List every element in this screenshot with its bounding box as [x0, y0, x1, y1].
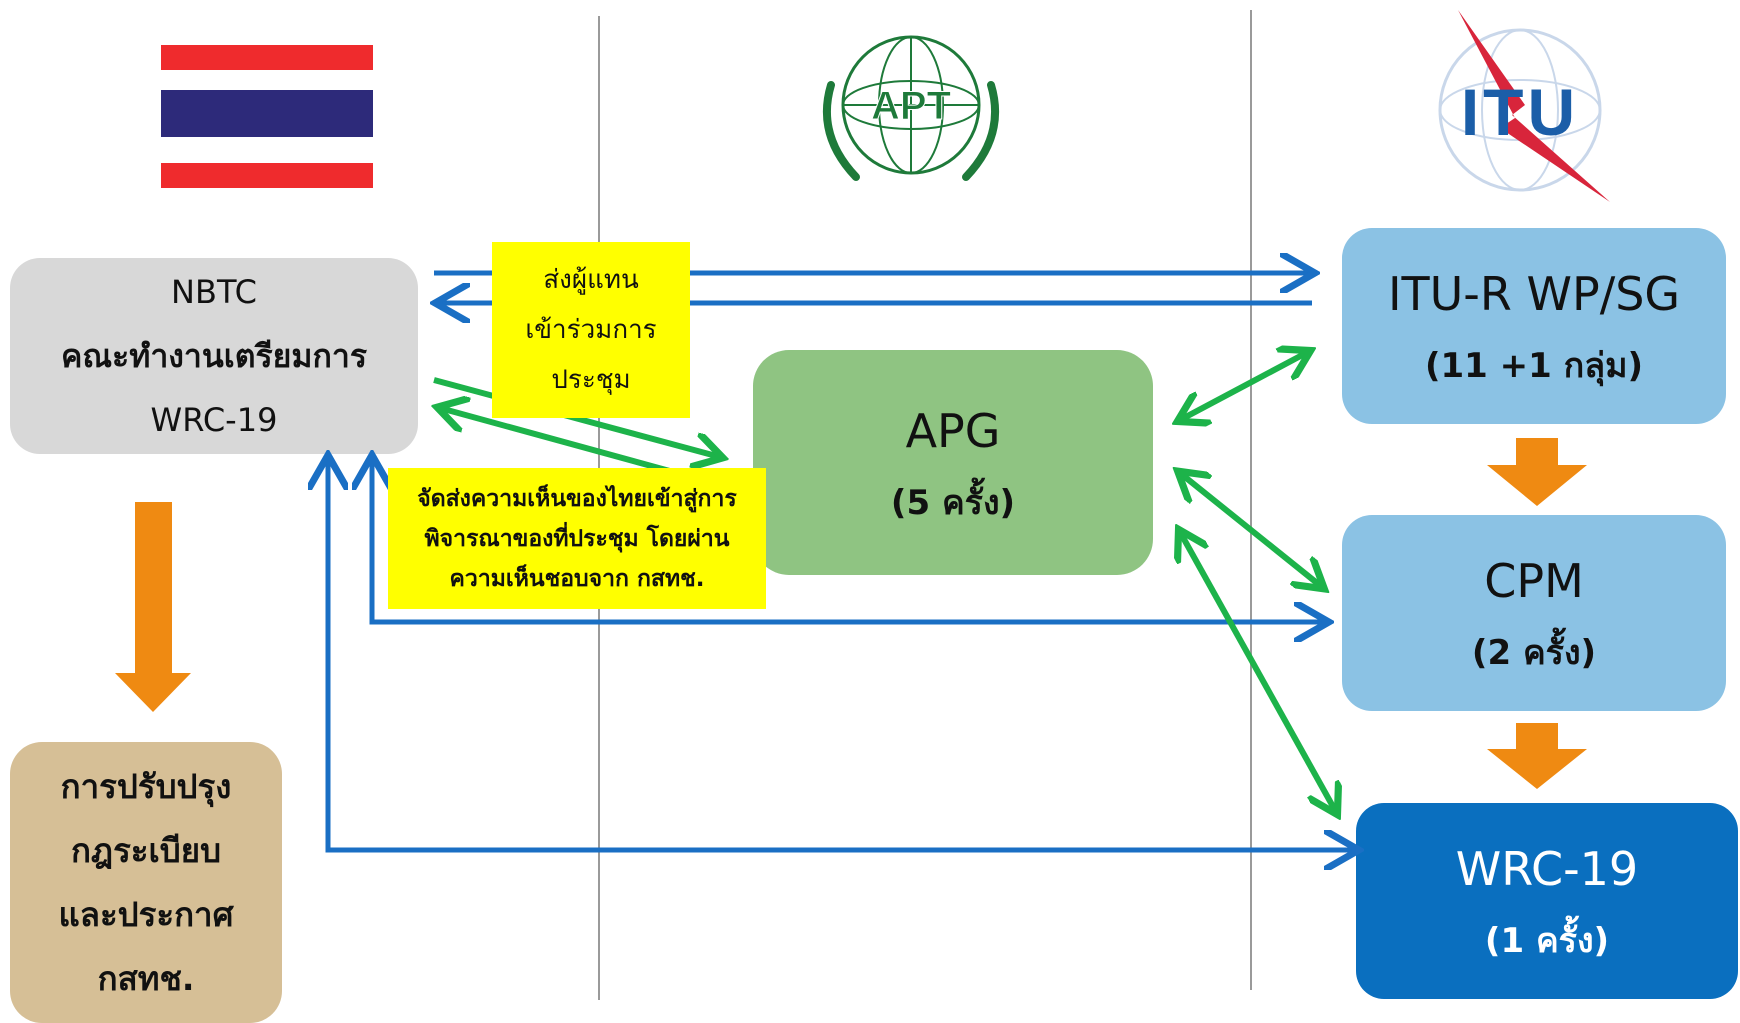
- submit-note-line-3: ความเห็นชอบจาก กสทช.: [449, 565, 705, 592]
- itur-count: (11 +1 กลุ่ม): [1424, 346, 1644, 386]
- delegate-note-line-3: ประชุม: [551, 365, 631, 395]
- nbtc-box: NBTC คณะทำงานเตรียมการ WRC-19: [10, 258, 418, 454]
- apg-title: APG: [905, 403, 1001, 458]
- arrow-itur-to-cpm: [1487, 438, 1587, 506]
- itur-box: ITU-R WP/SG (11 +1 กลุ่ม): [1342, 228, 1726, 424]
- nbtc-name: NBTC: [171, 273, 257, 311]
- column-divider-right: [1250, 10, 1252, 990]
- regulations-box: การปรับปรุง กฎระเบียบ และประกาศ กสทช.: [10, 742, 282, 1023]
- delegate-note-line-2: เข้าร่วมการ: [525, 315, 657, 345]
- delegate-note-line-1: ส่งผู้แทน: [543, 265, 639, 295]
- arrow-apg-itur: [1180, 352, 1308, 420]
- apg-box: APG (5 ครั้ง): [753, 350, 1153, 575]
- regulations-line-3: และประกาศ: [58, 894, 234, 934]
- submit-opinion-note: จัดส่งความเห็นของไทยเข้าสู่การ พิจารณาขอ…: [388, 468, 766, 609]
- nbtc-working-group: คณะทำงานเตรียมการ: [60, 337, 368, 375]
- regulations-line-1: การปรับปรุง: [60, 766, 232, 806]
- cpm-count: (2 ครั้ง): [1471, 633, 1597, 673]
- wrc-count: (1 ครั้ง): [1484, 921, 1610, 961]
- regulations-line-2: กฎระเบียบ: [70, 830, 222, 870]
- nbtc-wrc: WRC-19: [150, 401, 278, 439]
- regulations-line-4: กสทช.: [97, 958, 195, 998]
- itu-logo-text: ITU: [1460, 75, 1580, 149]
- cpm-box: CPM (2 ครั้ง): [1342, 515, 1726, 711]
- submit-note-line-2: พิจารณาของที่ประชุม โดยผ่าน: [424, 525, 730, 552]
- wrc-title: WRC-19: [1455, 842, 1639, 896]
- itur-title: ITU-R WP/SG: [1387, 267, 1681, 321]
- submit-note-line-1: จัดส่งความเห็นของไทยเข้าสู่การ: [417, 485, 737, 512]
- arrow-nbtc-to-regulations: [115, 502, 191, 712]
- wrc-box: WRC-19 (1 ครั้ง): [1356, 803, 1738, 999]
- delegate-note: ส่งผู้แทน เข้าร่วมการ ประชุม: [492, 242, 690, 418]
- apt-logo-text: APT: [871, 84, 952, 129]
- arrow-apg-wrc: [1180, 532, 1336, 812]
- apg-count: (5 ครั้ง): [890, 482, 1016, 523]
- arrow-cpm-to-wrc: [1487, 723, 1587, 789]
- cpm-title: CPM: [1484, 554, 1584, 608]
- thailand-flag: [161, 45, 373, 188]
